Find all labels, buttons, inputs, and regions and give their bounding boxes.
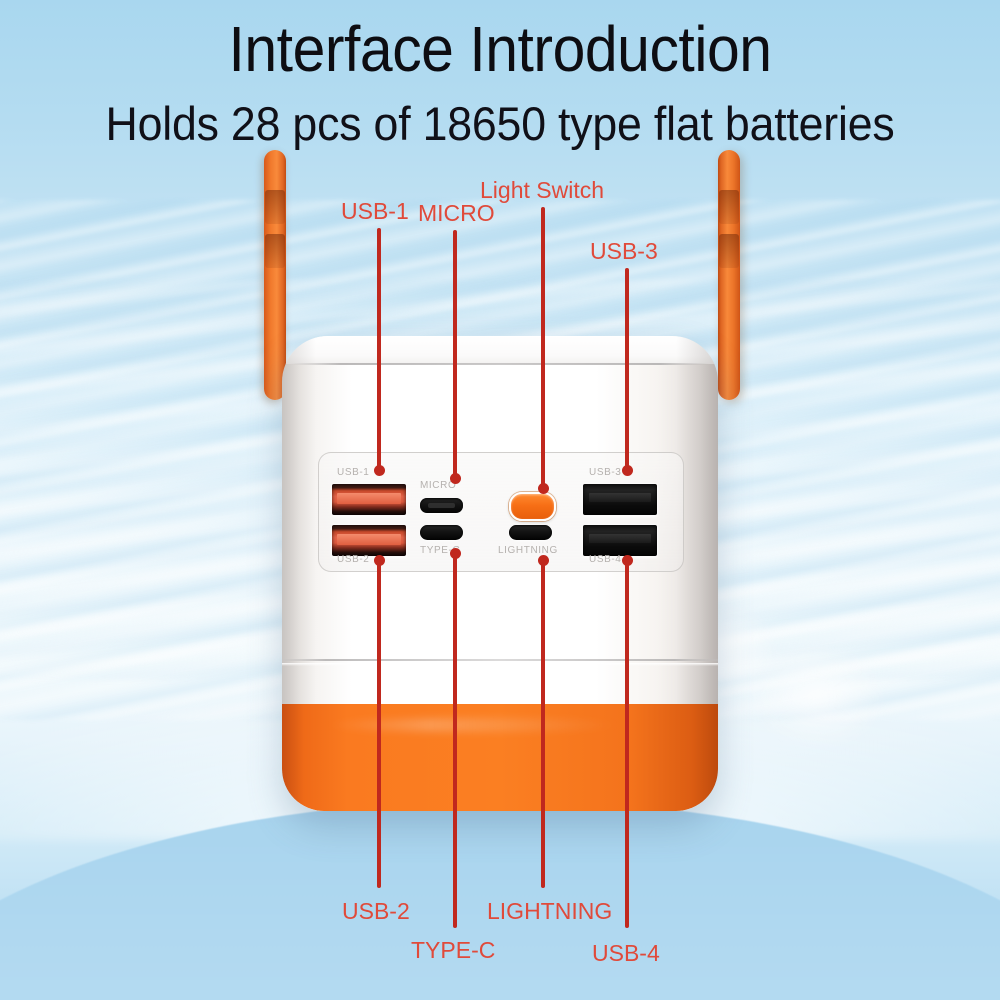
device-lower-seam	[282, 659, 718, 661]
page-title: Interface Introduction	[228, 13, 772, 85]
device-orange-base	[282, 704, 718, 811]
port-printed-label-usb-1: USB-1	[337, 467, 370, 478]
port-printed-label-type-c: TYPE-C	[420, 545, 461, 556]
port-usb-1[interactable]	[331, 483, 407, 516]
port-printed-label-lightning: LIGHTNING	[498, 545, 558, 556]
device-side-grip-left	[264, 150, 286, 400]
device-orange-sheen	[325, 718, 623, 732]
device-lower-seam-highlight	[282, 663, 718, 666]
power-bank-device: USB-1 USB-2 MICRO TYPE-C	[282, 336, 718, 811]
device-top-seam	[290, 363, 710, 365]
usb-4-tongue	[589, 534, 651, 543]
port-printed-label-micro: MICRO	[420, 480, 457, 491]
port-panel: USB-1 USB-2 MICRO TYPE-C	[318, 452, 684, 572]
device-top-cap	[282, 336, 718, 364]
port-lightning[interactable]	[509, 525, 552, 540]
usb-3-tongue	[589, 493, 651, 502]
usb-1-tongue	[337, 493, 401, 504]
usb-2-tongue	[337, 534, 401, 545]
micro-usb-inner	[428, 503, 455, 508]
port-type-c[interactable]	[420, 525, 463, 540]
header-block: Interface Introduction Holds 28 pcs of 1…	[0, 14, 1000, 152]
port-printed-label-usb-4: USB-4	[589, 554, 622, 565]
port-usb-4[interactable]	[582, 524, 658, 557]
device-side-grip-right	[718, 150, 740, 400]
port-printed-label-usb-3: USB-3	[589, 467, 622, 478]
page-subtitle: Holds 28 pcs of 18650 type flat batterie…	[105, 97, 895, 150]
port-usb-2[interactable]	[331, 524, 407, 557]
device-body-shell: USB-1 USB-2 MICRO TYPE-C	[282, 336, 718, 811]
light-switch-button[interactable]	[509, 492, 556, 521]
port-micro-usb[interactable]	[420, 498, 463, 513]
port-usb-3[interactable]	[582, 483, 658, 516]
port-printed-label-usb-2: USB-2	[337, 554, 370, 565]
